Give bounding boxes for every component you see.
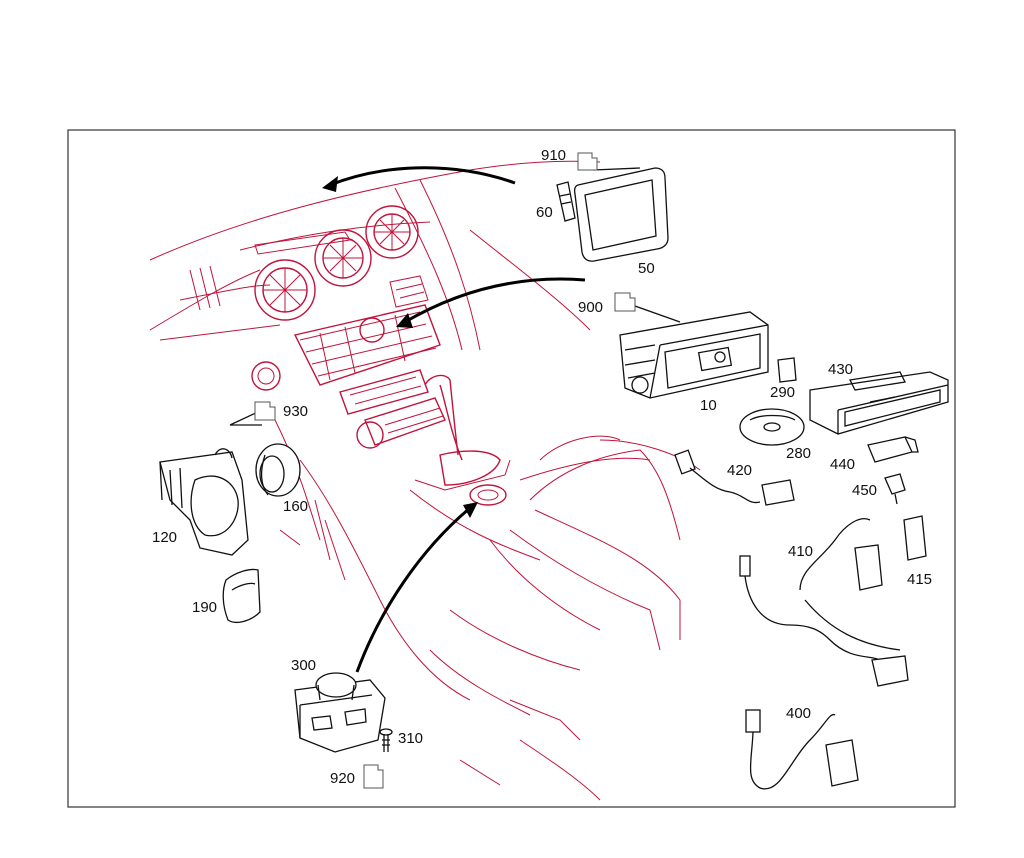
label-50: 50: [638, 260, 655, 277]
label-410: 410: [788, 543, 813, 560]
part-280-disc: [739, 408, 805, 446]
part-10-radio: [619, 305, 769, 399]
part-420-cable: [674, 449, 795, 506]
part-300-controller: [294, 672, 386, 753]
label-930: 930: [283, 403, 308, 420]
callout-arrows: [322, 166, 586, 673]
label-430: 430: [828, 361, 853, 378]
label-420: 420: [727, 462, 752, 479]
part-50-display: [573, 167, 669, 262]
label-160: 160: [283, 498, 308, 515]
diagram-frame: [67, 129, 956, 808]
ref-tag-920: [363, 764, 384, 789]
ref-tag-930: [254, 401, 276, 421]
part-120-housing: [159, 409, 263, 556]
ref-tag-900: [614, 292, 636, 312]
part-60-bracket: [556, 181, 576, 222]
part-310-screw: [379, 728, 393, 752]
label-400: 400: [786, 705, 811, 722]
part-410-harness: [739, 518, 909, 687]
label-60: 60: [536, 204, 553, 221]
part-415-switch: [903, 515, 927, 561]
label-920: 920: [330, 770, 355, 787]
label-300: 300: [291, 657, 316, 674]
part-labels: 910 60 50 900 10 290 430 280 440 420 450…: [152, 147, 932, 787]
label-290: 290: [770, 384, 795, 401]
part-290-card: [777, 357, 797, 383]
label-910: 910: [541, 147, 566, 164]
label-440: 440: [830, 456, 855, 473]
part-400-cable: [745, 709, 859, 790]
part-450-clip: [884, 473, 906, 505]
label-190: 190: [192, 599, 217, 616]
part-440-connector: [867, 436, 919, 463]
label-120: 120: [152, 529, 177, 546]
part-430-panel: [809, 371, 949, 435]
label-900: 900: [578, 299, 603, 316]
ref-tag-910: [577, 152, 598, 171]
part-190-cover: [222, 568, 261, 623]
part-160-speaker: [255, 443, 301, 497]
label-310: 310: [398, 730, 423, 747]
label-10: 10: [700, 397, 717, 414]
label-415: 415: [907, 571, 932, 588]
label-450: 450: [852, 482, 877, 499]
label-280: 280: [786, 445, 811, 462]
vehicle-interior-drawing: [149, 160, 701, 801]
